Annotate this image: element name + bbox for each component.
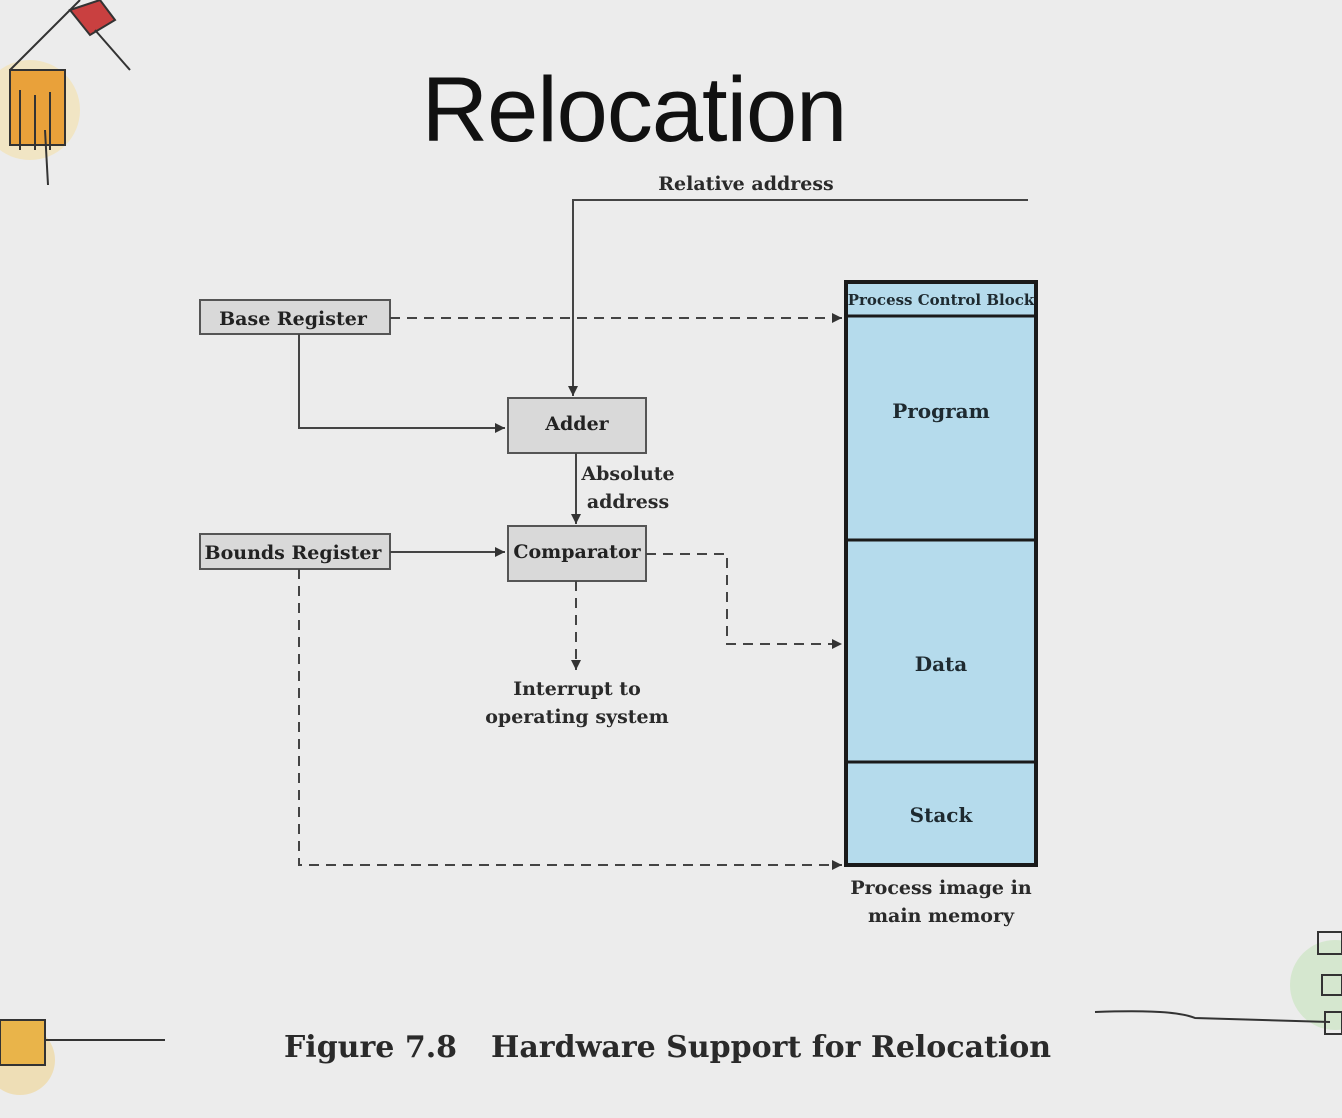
figure-caption-text: Hardware Support for Relocation	[491, 1030, 1052, 1065]
adder-box: Adder	[507, 397, 647, 454]
figure-caption: Figure 7.8 Hardware Support for Relocatio…	[284, 1030, 1051, 1065]
bounds-to-stack-end-arrow	[298, 569, 842, 870]
program-segment-label: Program	[892, 399, 990, 423]
interrupt-label-line1: Interrupt to	[513, 678, 641, 700]
corner-doodle-top-left-icon	[0, 0, 131, 186]
slide-title: Relocation	[421, 59, 848, 161]
base-register-label: Base Register	[219, 308, 368, 330]
process-image-caption-line1: Process image in	[850, 877, 1031, 899]
base-to-adder-arrow	[298, 334, 505, 433]
absolute-address-label-line2: address	[587, 491, 669, 513]
process-image-frame	[844, 280, 1038, 867]
bounds-register-box: Bounds Register	[199, 533, 391, 570]
process-image: Process Control Block Program Data Stack	[844, 280, 1038, 867]
base-register-box: Base Register	[199, 299, 391, 335]
process-image-caption-line2: main memory	[868, 905, 1015, 927]
corner-doodle-bottom-left-icon	[0, 1019, 165, 1095]
comparator-box: Comparator	[507, 525, 647, 582]
interrupt-label-line2: operating system	[485, 706, 668, 728]
adder-label: Adder	[544, 413, 609, 435]
relative-address-arrow	[568, 199, 1028, 396]
comparator-label: Comparator	[513, 541, 641, 563]
comparator-to-data-arrow	[646, 553, 842, 649]
data-segment-label: Data	[915, 652, 968, 676]
stack-segment-label: Stack	[910, 803, 974, 827]
pcb-segment-label: Process Control Block	[848, 291, 1035, 309]
figure-number: Figure 7.8	[284, 1030, 458, 1065]
bounds-register-label: Bounds Register	[205, 542, 383, 564]
absolute-address-label-line1: Absolute	[580, 463, 674, 485]
corner-doodle-bottom-right-icon	[1094, 931, 1342, 1035]
relative-address-label: Relative address	[658, 173, 834, 195]
